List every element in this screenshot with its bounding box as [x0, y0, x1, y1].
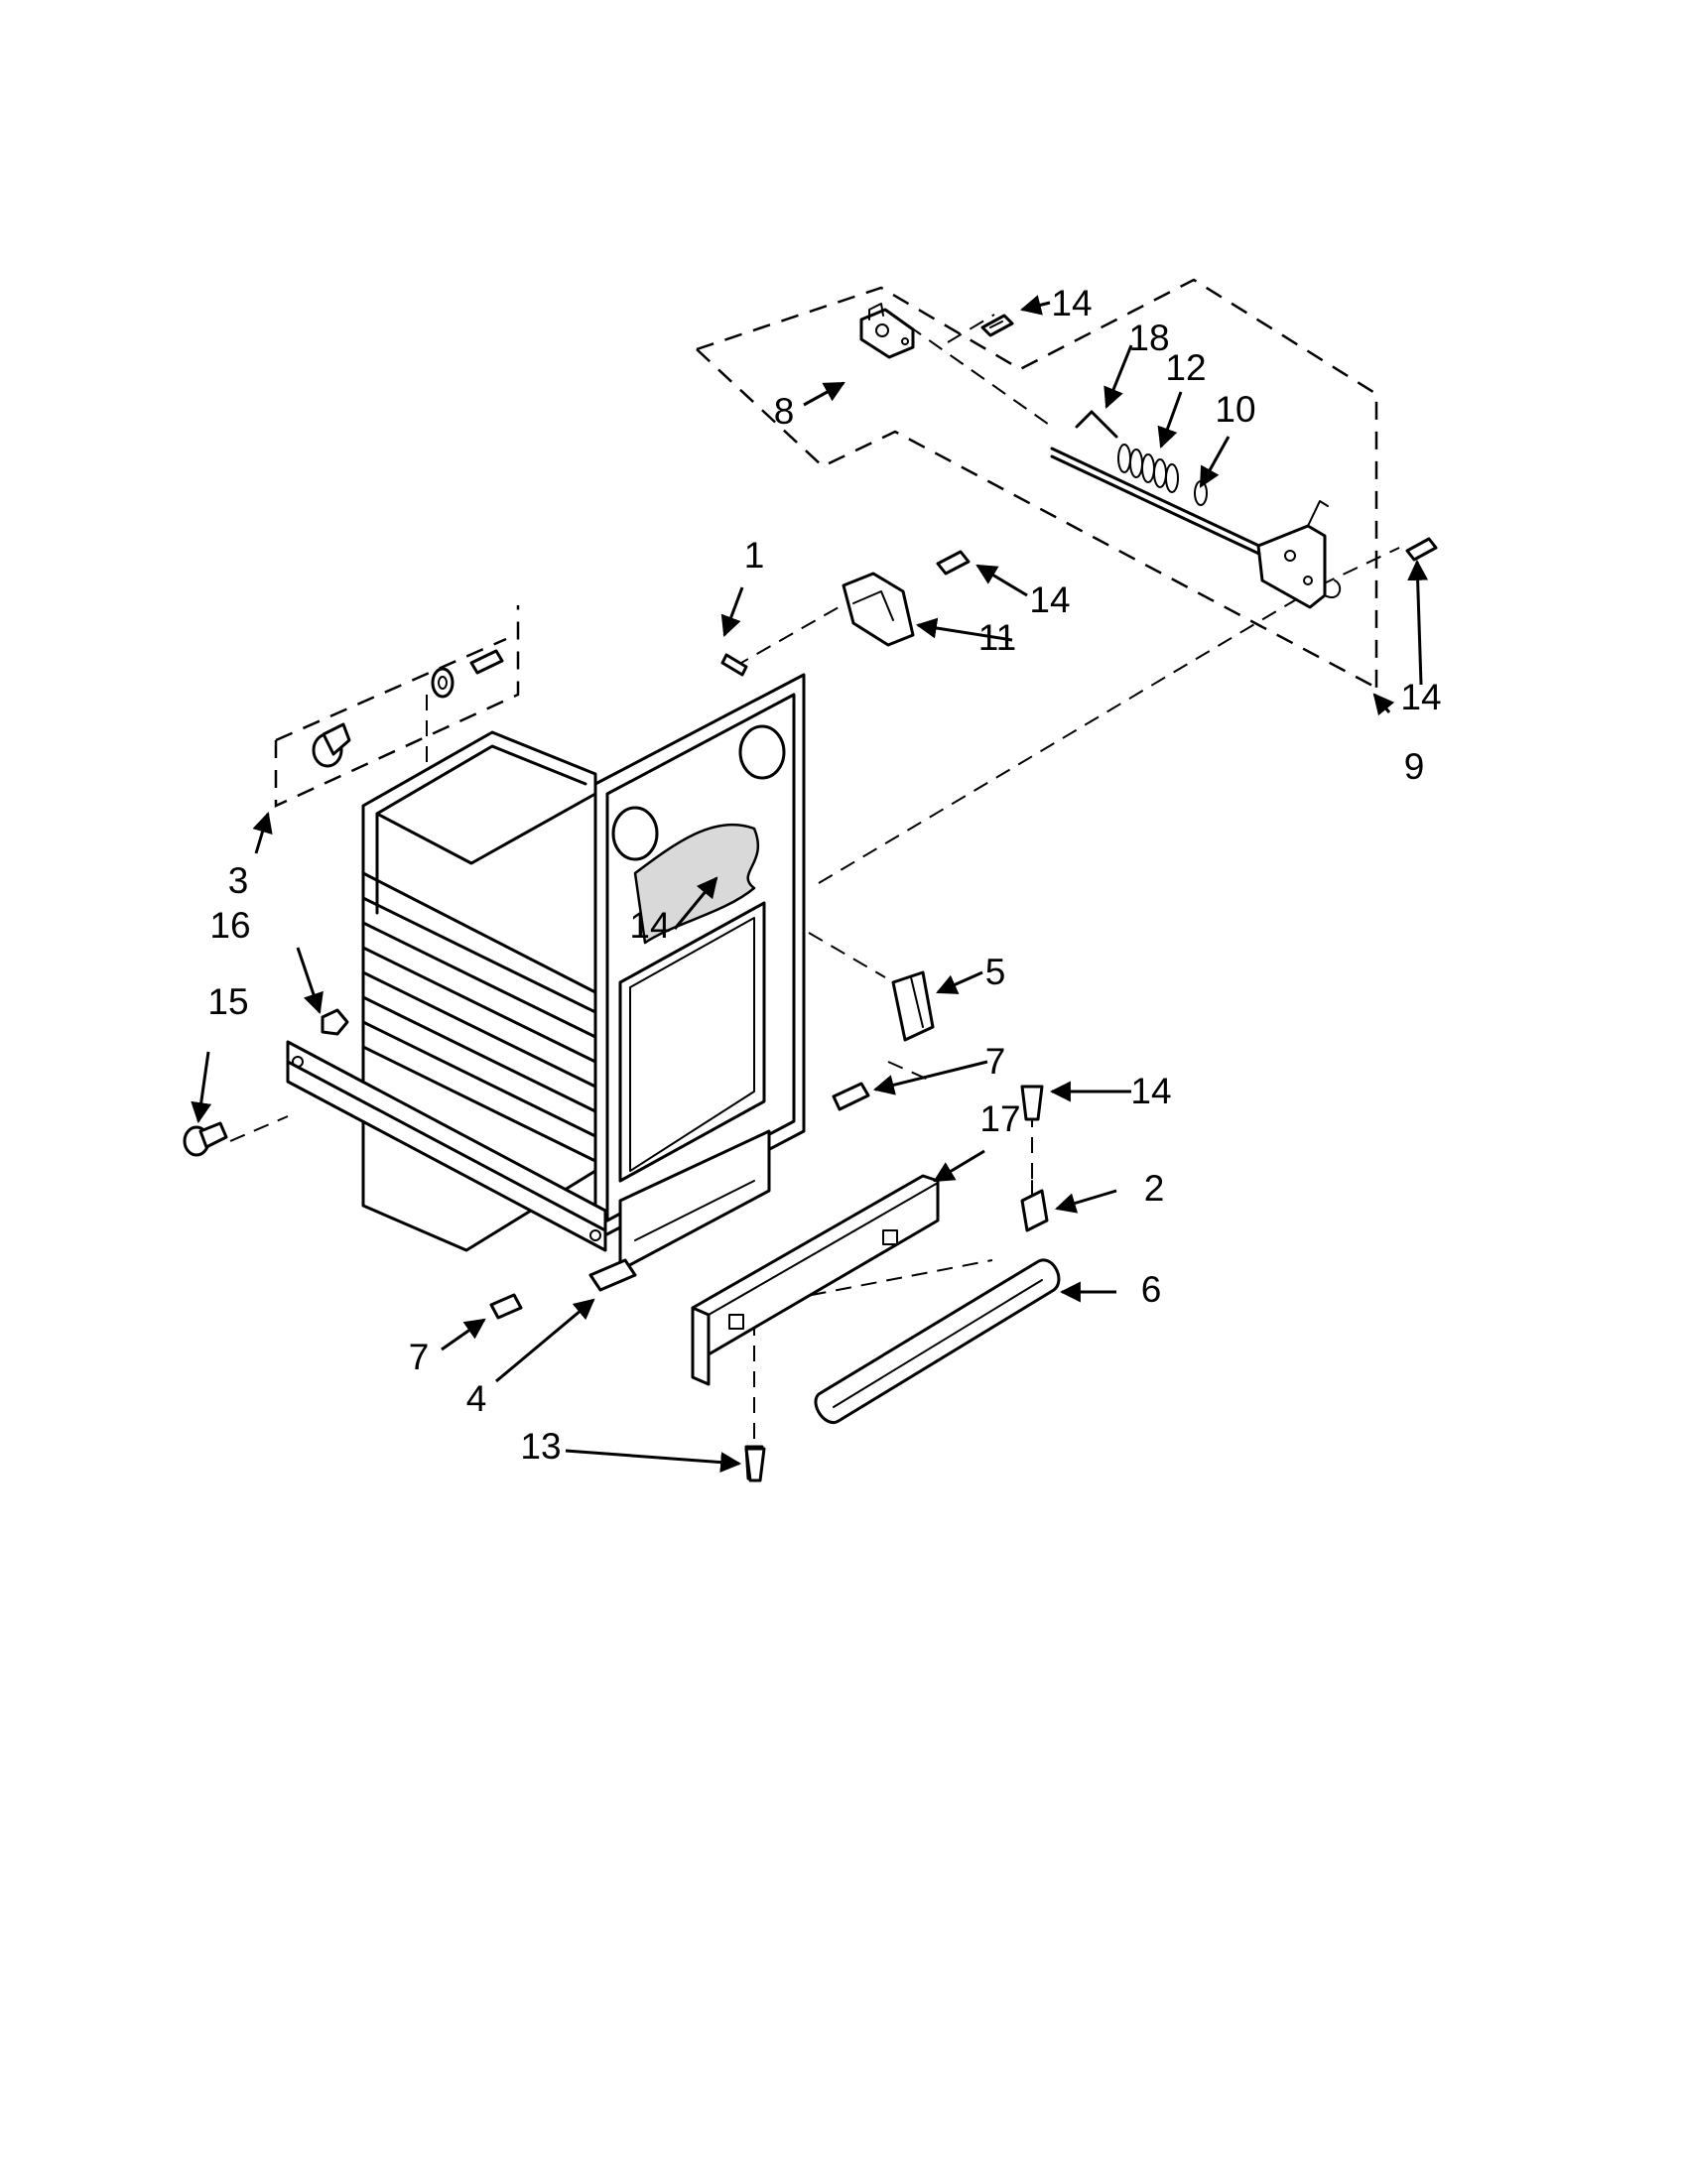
callout-2: 2 — [1144, 1168, 1165, 1209]
callout-7-upper: 7 — [985, 1041, 1006, 1082]
screw-right-side — [1405, 537, 1438, 562]
hinge-bracket-part — [859, 303, 915, 359]
screw-cabinet-top — [720, 653, 748, 677]
callout-16: 16 — [209, 905, 250, 946]
callout-labels: 1 2 3 4 5 6 7 7 8 9 10 11 12 13 14 14 14… — [207, 283, 1441, 1467]
rail-bolt-part — [588, 1258, 637, 1292]
shoulder-screw-part — [183, 1121, 228, 1157]
cabinet-frame-part — [286, 673, 806, 1272]
screw-upper-bracket — [936, 550, 971, 576]
door-latch-group-outline — [696, 278, 1378, 690]
washer-part — [431, 667, 454, 699]
assembly-lines — [229, 314, 1400, 1439]
callout-13: 13 — [520, 1426, 561, 1467]
drawer-screw-left — [489, 1293, 523, 1320]
callout-4: 4 — [466, 1378, 487, 1419]
callout-10: 10 — [1215, 389, 1255, 430]
latch-spring-part — [1117, 444, 1208, 506]
callout-5: 5 — [985, 952, 1006, 992]
callout-18: 18 — [1128, 318, 1169, 358]
callout-14-drawer: 14 — [1130, 1071, 1171, 1111]
callout-8: 8 — [774, 391, 795, 432]
nut-part — [321, 1008, 349, 1036]
callout-1: 1 — [744, 535, 765, 576]
switch-part — [1020, 1180, 1049, 1232]
callout-14-bracket: 14 — [1029, 579, 1070, 620]
callout-9: 9 — [1404, 746, 1425, 787]
callout-14-top: 14 — [1051, 283, 1092, 323]
latch-plate-part — [1256, 500, 1342, 609]
cabinet-hinge-bracket — [842, 572, 915, 647]
latch-rod-part — [1050, 410, 1282, 566]
mounting-bracket-part — [891, 970, 935, 1042]
callout-12: 12 — [1165, 347, 1206, 388]
callout-17: 17 — [979, 1098, 1020, 1139]
callout-15: 15 — [207, 981, 248, 1022]
callout-14-cabinet: 14 — [629, 905, 670, 946]
drawer-front-part — [691, 1174, 940, 1386]
callout-7-lower: 7 — [409, 1337, 430, 1377]
screw-top-right — [980, 314, 1014, 337]
drawer-screw-right — [832, 1082, 870, 1111]
bottom-screw-part — [744, 1447, 766, 1482]
callout-14-right: 14 — [1400, 677, 1441, 717]
knob-group-outline — [274, 605, 520, 808]
drawer-handle-part — [814, 1258, 1061, 1425]
leader-arrows — [191, 295, 1429, 1474]
callout-11: 11 — [978, 617, 1016, 658]
callout-6: 6 — [1141, 1269, 1162, 1310]
knob-screw — [469, 649, 504, 675]
knob-part — [312, 722, 351, 768]
screw-drawer-right — [1020, 1085, 1044, 1121]
callout-3: 3 — [228, 860, 249, 901]
